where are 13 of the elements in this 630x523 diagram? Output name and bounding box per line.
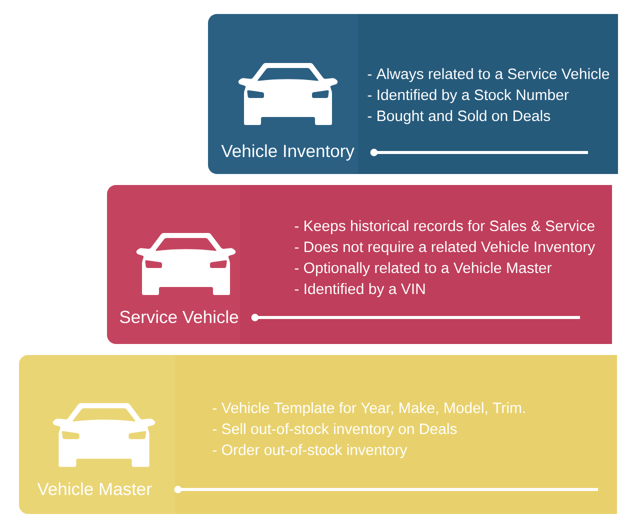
bullet-item: - Order out-of-stock inventory xyxy=(212,444,408,458)
bullet-item: - Sell out-of-stock inventory on Deals xyxy=(212,423,457,438)
bullet-item: - Bought and Sold on Deals xyxy=(368,110,550,124)
bullet-item: - Does not require a related Vehicle Inventory xyxy=(294,241,596,256)
bullet-item: - Identified by a Stock Number xyxy=(368,89,569,104)
bullet-item: - Optionally related to a Vehicle Master xyxy=(294,262,552,276)
panel-title: Vehicle Master xyxy=(37,482,152,496)
bullet-item: - Keeps historical records for Sales & Service xyxy=(294,220,594,234)
bullet-item: - Identified by a VIN xyxy=(294,283,425,298)
bullet-item: - Vehicle Template for Year, Make, Model, Trim. xyxy=(212,402,525,416)
panel-title: Vehicle Inventory xyxy=(221,144,354,161)
bullet-item: - Always related to a Service Vehicle xyxy=(368,68,610,82)
panel-title: Service Vehicle xyxy=(120,310,238,324)
